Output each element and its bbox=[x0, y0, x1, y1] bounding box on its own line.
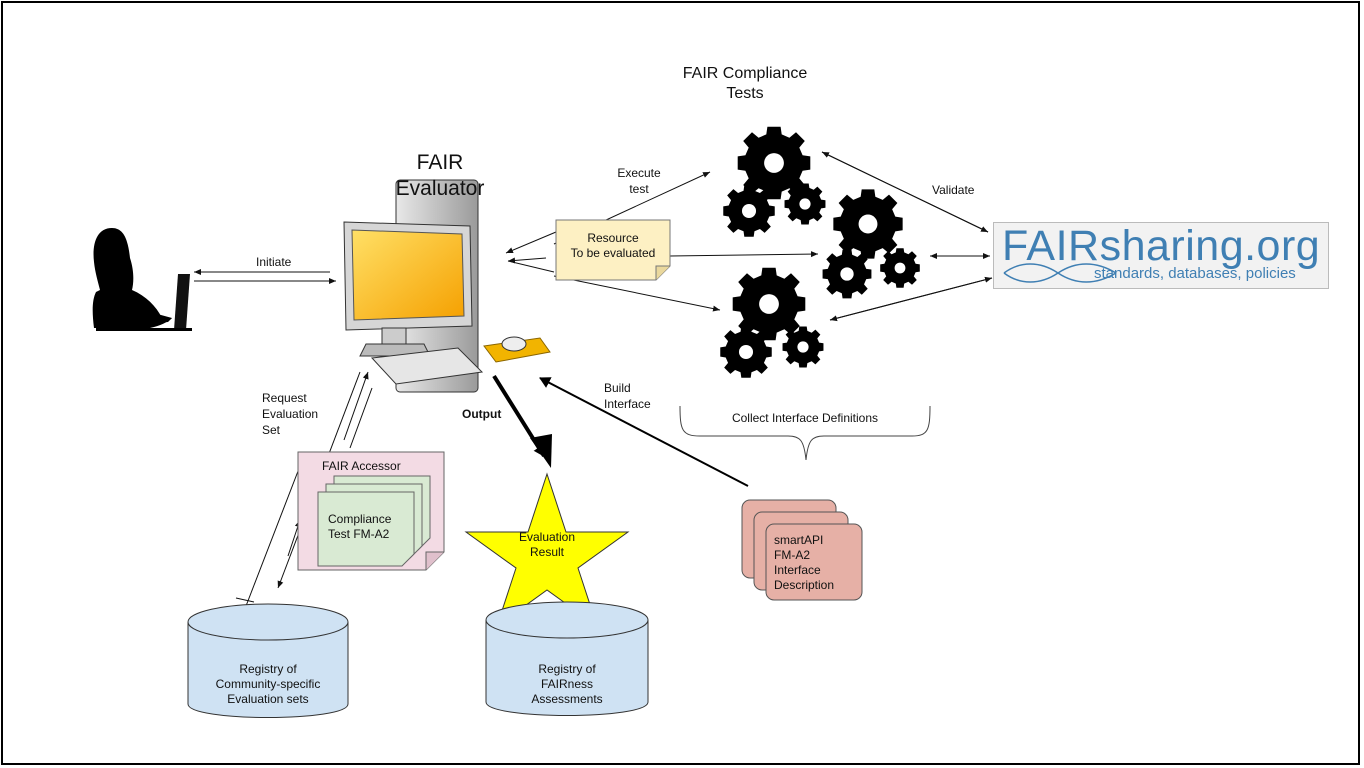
registry-fairness-line2: FAIRness bbox=[540, 677, 594, 691]
validate-label: Validate bbox=[932, 183, 975, 197]
computer-icon bbox=[343, 179, 551, 393]
user-silhouette-icon bbox=[92, 228, 192, 331]
execute-label-line1: Execute bbox=[617, 166, 661, 180]
fairsharing-tagline: standards, databases, policies bbox=[1094, 265, 1296, 282]
registry-community-line1: Registry of bbox=[239, 662, 297, 676]
evaluator-title-line1: FAIR bbox=[416, 151, 464, 174]
gear-cluster-icon bbox=[720, 267, 824, 378]
registry-fairness-line3: Assessments bbox=[531, 692, 603, 706]
result-line1: Evaluation bbox=[518, 530, 576, 544]
accessor-doc-line1: Compliance bbox=[328, 512, 392, 526]
smartapi-line4: Description bbox=[774, 578, 835, 592]
fairsharing-logo: FAIRsharing.org standards, databases, po… bbox=[993, 222, 1329, 289]
evaluator-title-line2: Evaluator bbox=[395, 177, 485, 200]
registry-community-line2: Community-specific bbox=[215, 677, 321, 691]
request-label-line1: Request bbox=[262, 391, 307, 405]
build-label-line2: Interface bbox=[604, 397, 651, 411]
compliance-tests-title-line1: FAIR Compliance bbox=[682, 65, 808, 82]
gear-cluster-icon bbox=[723, 126, 826, 237]
request-label-line3: Set bbox=[262, 423, 281, 437]
request-label-line2: Evaluation bbox=[262, 407, 319, 421]
execute-label-line2: test bbox=[629, 182, 649, 196]
initiate-label: Initiate bbox=[256, 255, 292, 269]
gear-cluster-icon bbox=[822, 189, 920, 299]
smartapi-line2: FM-A2 bbox=[774, 548, 810, 562]
resource-note-line1: Resource bbox=[587, 231, 639, 245]
evaluation-result-star bbox=[464, 472, 630, 628]
output-label: Output bbox=[462, 407, 502, 421]
registry-fairness-cylinder bbox=[485, 601, 649, 716]
registry-community-line3: Evaluation sets bbox=[227, 692, 309, 706]
fairsharing-brand: FAIRsharing.org bbox=[1002, 221, 1320, 271]
resource-note-line2: To be evaluated bbox=[570, 246, 656, 260]
infinity-icon bbox=[1003, 263, 1117, 283]
fairsharing-brand-fair: FAIR bbox=[1002, 222, 1100, 270]
result-line2: Result bbox=[529, 545, 564, 559]
registry-fairness-line1: Registry of bbox=[538, 662, 596, 676]
fair-accessor-note bbox=[297, 451, 445, 571]
accessor-doc-line2: Test FM-A2 bbox=[328, 527, 390, 541]
build-label-line1: Build bbox=[604, 381, 631, 395]
collect-interface-label: Collect Interface Definitions bbox=[731, 411, 879, 425]
registry-community-cylinder bbox=[187, 603, 349, 718]
fairsharing-brand-rest: sharing.org bbox=[1099, 222, 1321, 270]
smartapi-line1: smartAPI bbox=[774, 533, 824, 547]
smartapi-stack bbox=[741, 499, 863, 601]
accessor-title: FAIR Accessor bbox=[322, 459, 401, 473]
smartapi-line3: Interface bbox=[774, 563, 821, 577]
resource-note bbox=[555, 219, 671, 281]
compliance-tests-title-line2: Tests bbox=[726, 85, 764, 102]
